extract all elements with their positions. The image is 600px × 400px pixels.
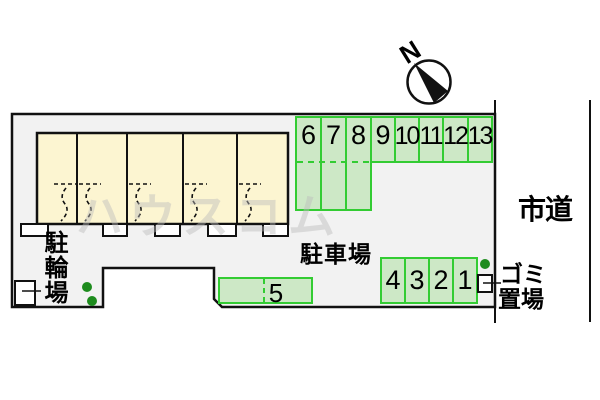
bicycle-parking-label: 駐輪場 — [40, 230, 67, 305]
stall-number: 10 — [394, 122, 421, 150]
stall — [380, 257, 406, 304]
stall-number: 8 — [350, 120, 367, 150]
shrub-dot — [87, 296, 97, 306]
stall-number: 3 — [409, 265, 425, 295]
stall — [428, 257, 454, 304]
stall — [320, 116, 347, 211]
stall-group-top-short — [370, 116, 493, 163]
entrance-porch — [262, 223, 289, 237]
shrub-dot — [82, 282, 92, 292]
entrance-mark — [244, 187, 252, 222]
stall-number: 7 — [325, 120, 342, 150]
stall — [345, 116, 372, 211]
compass-needle — [414, 63, 448, 103]
stall-number: 11 — [419, 122, 444, 150]
shrub-dot — [480, 259, 490, 269]
entrance-mark — [134, 187, 142, 222]
entrance-mark — [190, 187, 198, 222]
entrance-mark — [60, 187, 68, 222]
stall-group-top-long — [295, 116, 372, 211]
parking-lot-label: 駐車場 — [300, 241, 372, 267]
compass-icon — [406, 59, 452, 105]
stall-number: 6 — [300, 120, 317, 150]
stall-group-bottom — [380, 257, 478, 304]
stall — [418, 116, 444, 163]
entrance-mark — [84, 187, 92, 222]
stall-number: 13 — [467, 122, 494, 150]
stall-number: 9 — [375, 120, 391, 150]
building-outline — [35, 131, 290, 226]
stall-number: 1 — [457, 265, 473, 295]
entrance-porch — [20, 223, 49, 237]
city-road-label: 市道 — [518, 194, 573, 225]
entrance-porch — [102, 223, 128, 237]
stall — [218, 277, 313, 304]
stall-number: 5 — [268, 278, 284, 308]
entrance-porch — [207, 223, 237, 237]
stall — [295, 116, 322, 211]
stall-number: 2 — [433, 265, 449, 295]
watermark: ハウスコム — [76, 190, 341, 243]
entrance-marks — [54, 183, 261, 222]
garbage-area-label: ゴミ — [500, 261, 546, 287]
garbage-area-label: 置場 — [498, 286, 544, 312]
stall-number: 12 — [443, 122, 469, 150]
stall — [442, 116, 469, 163]
stall — [467, 116, 493, 163]
stall-number: 4 — [385, 265, 401, 295]
utility-box — [14, 280, 36, 306]
stall — [452, 257, 478, 304]
entrance-porch — [154, 223, 181, 237]
